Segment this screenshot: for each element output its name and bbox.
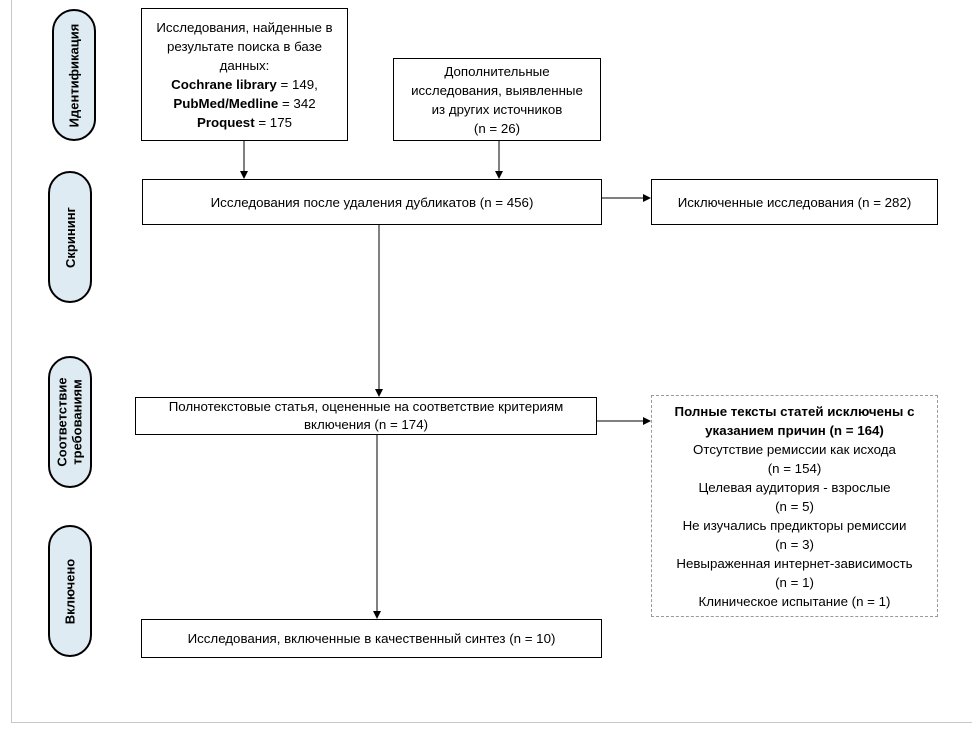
deduplicated-text: Исследования после удаления дубликатов (…: [210, 194, 534, 210]
cochrane-label: Cochrane library: [171, 76, 277, 92]
reason-3: Не изучались предикторы ремиссии: [682, 517, 907, 533]
database-search-box: Исследования, найденные в результате пои…: [141, 8, 348, 141]
fulltext-excluded-box: Полные тексты статей исключены с указани…: [651, 395, 938, 617]
reason-3-count: (n = 3): [775, 536, 814, 552]
stage-eligibility: Соответствие требованиям: [48, 356, 92, 488]
reason-4: Невыраженная интернет-зависимость: [676, 555, 913, 571]
search-intro: Исследования, найденные в результате пои…: [156, 19, 333, 73]
search-proquest: Proquest = 175: [197, 113, 292, 132]
fulltext-excluded-title: Полные тексты статей исключены с указани…: [674, 403, 915, 438]
fulltext-assessed-box: Полнотекстовые статья, оцененные на соот…: [135, 397, 597, 435]
reason-2-count: (n = 5): [775, 498, 814, 514]
other-line-4: (n = 26): [473, 120, 521, 136]
included-studies-box: Исследования, включенные в качественный …: [141, 619, 602, 658]
reason-4-count: (n = 1): [775, 574, 814, 590]
reason-5: Клиническое испытание (n = 1): [698, 593, 891, 609]
pubmed-value: = 342: [278, 95, 316, 111]
deduplicated-box: Исследования после удаления дубликатов (…: [142, 179, 602, 225]
included-studies-text: Исследования, включенные в качественный …: [187, 631, 556, 646]
other-sources-box: Дополнительные исследования, выявленные …: [393, 58, 601, 141]
proquest-value: = 175: [254, 114, 292, 130]
reason-1-count: (n = 154): [767, 460, 822, 476]
reason-2: Целевая аудитория - взрослые: [698, 479, 891, 495]
search-cochrane: Cochrane library = 149,: [171, 75, 318, 94]
reason-1: Отсутствие ремиссии как исхода: [693, 441, 896, 457]
proquest-label: Proquest: [197, 114, 255, 130]
figure-frame: [11, 0, 972, 723]
cochrane-value: = 149,: [276, 76, 318, 92]
pubmed-label: PubMed/Medline: [173, 95, 279, 111]
stage-screening: Скрининг: [48, 171, 92, 303]
stage-included: Включено: [48, 525, 92, 657]
other-line-3: из других источников: [431, 101, 563, 117]
fulltext-assessed-text: Полнотекстовые статья, оцененные на соот…: [168, 399, 564, 432]
other-line-2: исследования, выявленные: [411, 82, 583, 98]
excluded-studies-box: Исключенные исследования (n = 282): [651, 179, 938, 225]
search-pubmed: PubMed/Medline = 342: [173, 94, 315, 113]
other-line-1: Дополнительные: [444, 63, 550, 79]
excluded-studies-text: Исключенные исследования (n = 282): [677, 194, 912, 210]
stage-identification: Идентификация: [52, 9, 96, 141]
